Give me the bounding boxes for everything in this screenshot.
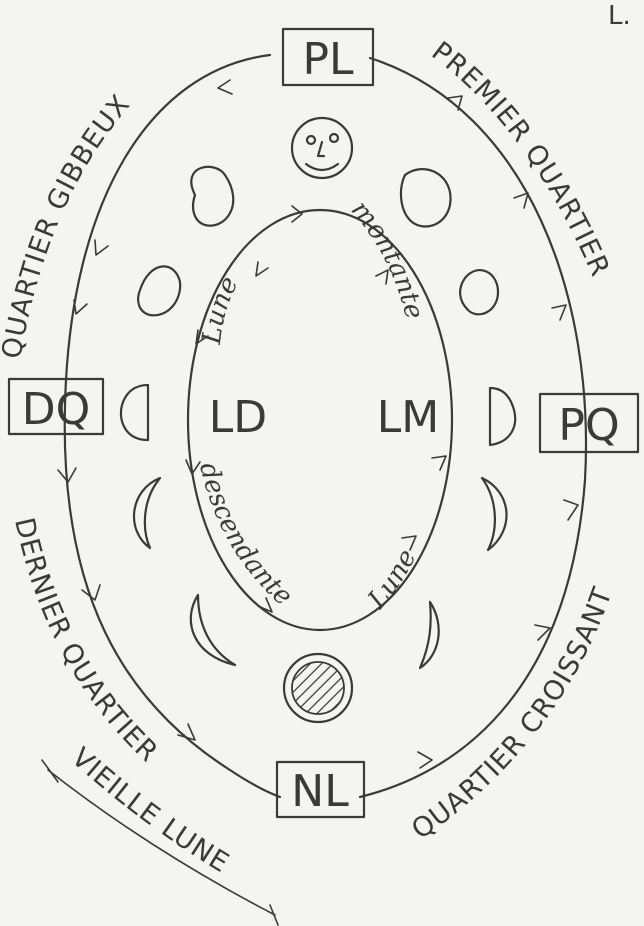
crescent-right-1 [482,478,507,550]
vieille-lune-tick-left [42,760,58,782]
label-pl: PL [302,34,354,85]
label-lune-top: Lune [197,272,245,347]
new-moon [284,654,352,722]
corner-text: L. [608,1,631,31]
label-lune-bottom: Lune [362,545,423,616]
label-ld: LD [209,392,267,443]
box-pl: PL [283,29,373,85]
half-moon-right [490,388,515,445]
label-lm: LM [377,392,439,443]
caption-quartier-gibbeux: QUARTIER GIBBEUX [0,89,137,361]
box-dq: DQ [9,379,103,435]
full-moon-face [292,118,352,178]
box-nl: NL [277,762,364,817]
crescent-right-2 [420,602,439,668]
label-pq: PQ [558,400,619,451]
half-moon-left [121,385,148,440]
box-pq: PQ [540,394,638,452]
label-nl: NL [291,766,349,817]
gibbous-left-2 [138,266,180,315]
crescent-left-2 [191,595,235,665]
vieille-lune-tick-right [270,905,278,925]
waxing-gibbous-left [191,167,233,226]
caption-vieille-lune: VIEILLE LUNE [65,742,234,879]
label-dq: DQ [22,384,91,435]
crescent-left-1 [134,478,160,548]
caption-dernier-quartier: DERNIER QUARTIER [8,515,164,769]
label-montante: montante [345,195,429,322]
caption-premier-quartier: PREMIER QUARTIER [426,36,616,282]
gibbous-right-2 [460,270,498,314]
waning-gibbous-right [401,169,451,226]
vieille-lune-underline [48,770,275,915]
